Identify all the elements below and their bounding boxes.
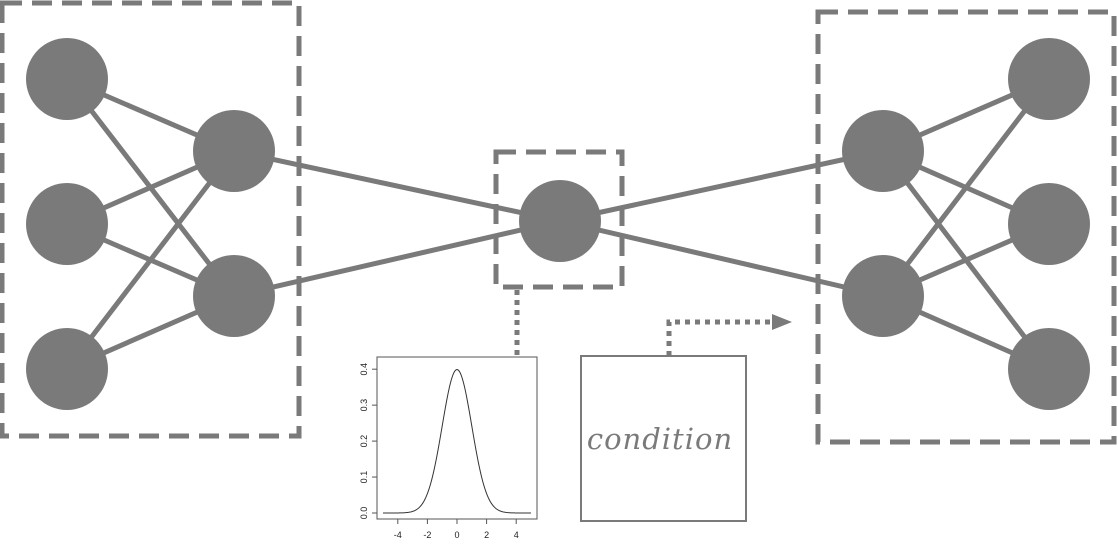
latent-to-decoder-edges <box>559 148 884 299</box>
input-node <box>26 38 108 120</box>
encoder-to-latent-edges <box>233 148 561 299</box>
x-tick-label: 4 <box>514 530 519 540</box>
x-axis: -4 -2 0 2 4 <box>394 519 519 540</box>
encoder-input-layer <box>26 38 108 410</box>
decoder-output-layer <box>1008 38 1090 410</box>
hidden-node <box>193 110 275 192</box>
edge <box>233 218 561 299</box>
hidden-node <box>842 110 924 192</box>
edge <box>65 149 236 371</box>
latent-group-box <box>493 149 625 290</box>
y-tick-label: 0.1 <box>359 471 369 484</box>
edge <box>559 148 884 224</box>
x-tick-label: 0 <box>454 530 459 540</box>
encoder-group-box <box>0 0 302 439</box>
edge <box>233 148 561 224</box>
normal-distribution-plot: -4 -2 0 2 4 0.0 0.1 0.2 0.3 0.4 <box>359 356 538 540</box>
hidden-node <box>842 255 924 337</box>
input-node <box>26 328 108 410</box>
input-node <box>26 183 108 265</box>
density-curve <box>383 369 531 514</box>
y-tick-label: 0.2 <box>359 435 369 448</box>
condition-to-decoder-connector <box>666 319 772 356</box>
hidden-node <box>193 255 275 337</box>
condition-label: condition <box>587 422 733 456</box>
encoder-hidden-layer <box>193 110 275 337</box>
output-node <box>1008 183 1090 265</box>
latent-node <box>519 180 601 262</box>
y-tick-label: 0.4 <box>359 363 369 376</box>
y-tick-label: 0.3 <box>359 399 369 412</box>
decoder-group-box <box>815 9 1117 445</box>
y-axis: 0.0 0.1 0.2 0.3 0.4 <box>359 363 377 519</box>
decoder-hidden-layer <box>842 110 924 337</box>
output-node <box>1008 328 1090 410</box>
x-tick-label: -2 <box>423 530 431 540</box>
condition-box <box>580 355 747 522</box>
output-node <box>1008 38 1090 120</box>
x-tick-label: 2 <box>484 530 489 540</box>
y-tick-label: 0.0 <box>359 507 369 520</box>
edge <box>881 77 1051 298</box>
plot-frame <box>376 356 538 520</box>
arrow-head-icon <box>772 314 792 330</box>
edge <box>559 218 884 299</box>
x-tick-label: -4 <box>394 530 402 540</box>
